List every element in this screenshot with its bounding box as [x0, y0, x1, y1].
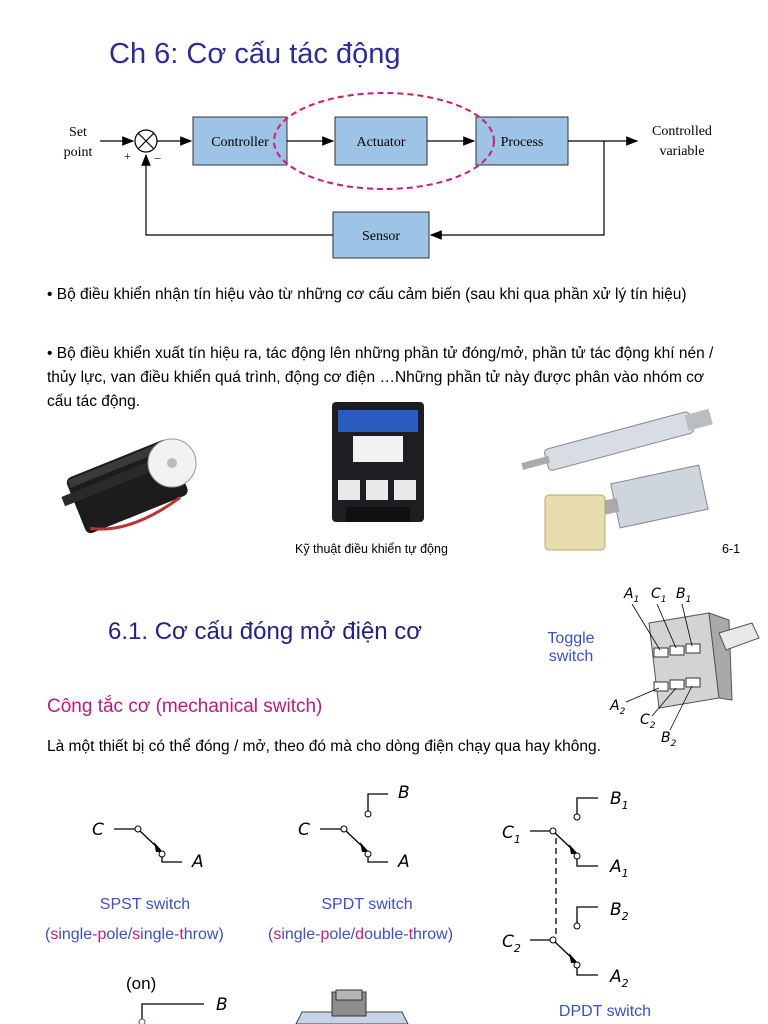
svg-text:A1: A1	[609, 857, 629, 880]
summing-junction	[134, 129, 158, 153]
set-point-label: Set	[69, 125, 87, 140]
controller-block	[192, 116, 288, 166]
plus-sign: +	[124, 149, 131, 163]
minus-sign: −	[154, 151, 161, 166]
bullet-output: • Bộ điều khiển xuất tín hiệu ra, tác độ…	[47, 345, 714, 410]
actuator-block	[334, 116, 428, 166]
spdt-symbol: C A B	[298, 783, 410, 872]
controller-label: Controller	[211, 135, 269, 150]
svg-text:A2: A2	[609, 698, 626, 717]
mechanical-switch-heading: Công tắc cơ (mechanical switch)	[47, 696, 323, 717]
spst-expansion: (single-pole/single-throw)	[45, 926, 224, 943]
svg-text:B: B	[216, 995, 228, 1015]
output-label-2: variable	[659, 144, 704, 159]
svg-text:A: A	[397, 852, 410, 872]
actuator-label: Actuator	[357, 135, 406, 150]
dpdt-label: DPDT switch	[558, 1003, 652, 1020]
dpdt-symbol: C1 B1 A1 C2 B2 A2	[502, 789, 629, 990]
switch-description: Là một thiết bị có thể đóng / mở, theo đ…	[47, 738, 601, 755]
actuator-highlight-ellipse	[273, 92, 495, 190]
spst-label: SPST switch	[99, 896, 191, 913]
control-loop-diagram: Set point + − Controller Actuator Proces…	[64, 92, 712, 259]
bullet-input: • Bộ điều khiển nhận tín hiệu vào từ nhữ…	[47, 286, 687, 303]
footer-page-number: 6-1	[722, 542, 741, 556]
svg-text:C1: C1	[651, 586, 667, 605]
on-label: (on)	[126, 974, 157, 993]
spdt-label: SPDT switch	[321, 896, 413, 913]
svg-text:B2: B2	[661, 730, 677, 749]
slide-title: Ch 6: Cơ cấu tác động	[109, 38, 401, 70]
spst-symbol: C A	[92, 820, 204, 872]
servo-motor-image	[61, 438, 197, 534]
svg-text:B: B	[398, 783, 410, 803]
spdt-expansion: (single-pole/double-throw)	[268, 926, 454, 943]
output-label: Controlled	[652, 124, 712, 139]
section-title: 6.1. Cơ cấu đóng mở điện cơ	[108, 618, 423, 645]
set-point-label-2: point	[64, 145, 93, 160]
pneumatic-cylinders-image	[521, 408, 713, 551]
toggle-switch-label: Toggle switch	[547, 630, 595, 665]
svg-text:C: C	[92, 820, 104, 840]
bottom-switch-symbol: B	[138, 995, 228, 1024]
process-block	[475, 116, 569, 166]
svg-text:B2: B2	[610, 900, 629, 923]
svg-text:B1: B1	[676, 586, 691, 605]
footer-course-name: Kỹ thuật điều khiển tự động	[295, 542, 448, 556]
sensor-label: Sensor	[362, 229, 400, 244]
svg-text:A1: A1	[623, 586, 639, 605]
svg-text:C1: C1	[502, 823, 521, 846]
toggle-switch-drawing: A1 C1 B1 A2 C2 B2	[609, 586, 760, 749]
svg-text:C2: C2	[640, 712, 656, 731]
svg-text:A: A	[191, 852, 204, 872]
process-label: Process	[501, 135, 544, 150]
contactor-image	[332, 402, 424, 522]
svg-text:B1: B1	[610, 789, 629, 812]
svg-text:C2: C2	[502, 932, 521, 955]
svg-text:A2: A2	[609, 967, 629, 990]
slide-switch-image	[295, 989, 409, 1024]
svg-text:C: C	[298, 820, 310, 840]
